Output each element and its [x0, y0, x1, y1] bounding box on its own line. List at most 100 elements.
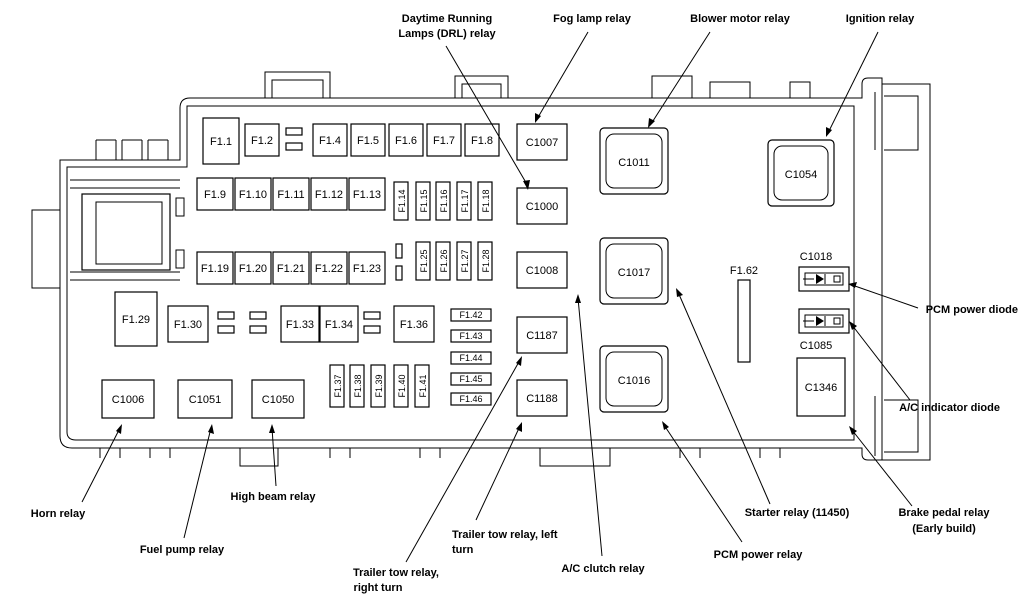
svg-text:F1.18: F1.18 — [481, 189, 491, 212]
relay-c1007: C1007 — [516, 123, 568, 161]
fuse-row-top: F1.1 F1.2 F1.4 F1.5 F1.6 F1.7 F1.8 — [202, 117, 500, 165]
relay-c1008: C1008 — [516, 251, 568, 289]
svg-text:F1.2: F1.2 — [251, 135, 273, 147]
svg-text:C1346: C1346 — [805, 382, 837, 394]
relay-column-center: C1007 C1000 C1008 C1187 C1188 — [516, 123, 568, 417]
svg-text:C1008: C1008 — [526, 265, 558, 277]
fuse-f1-21: F1.21 — [272, 251, 310, 285]
fuse-f1-42: F1.42 — [450, 308, 492, 322]
svg-text:F1.28: F1.28 — [481, 249, 491, 272]
relay-c1017: C1017 — [599, 237, 669, 305]
fuse-f1-23: F1.23 — [348, 251, 386, 285]
relay-row-bottom: C1006 C1051 C1050 — [101, 379, 305, 419]
svg-text:F1.27: F1.27 — [460, 249, 470, 272]
svg-text:F1.19: F1.19 — [201, 263, 229, 275]
mini-fuse-slot — [363, 325, 381, 334]
svg-text:F1.25: F1.25 — [419, 249, 429, 272]
relay-c1054: C1054 — [767, 139, 835, 207]
callout-brake-pedal-relay-line2: (Early build) — [912, 523, 976, 535]
svg-text:F1.44: F1.44 — [459, 353, 482, 363]
callout-trailer-tow-left-line2: turn — [452, 544, 474, 556]
diode-c1085-label: C1085 — [800, 340, 832, 352]
svg-text:F1.43: F1.43 — [459, 331, 482, 341]
svg-text:F1.37: F1.37 — [333, 374, 343, 397]
svg-text:C1050: C1050 — [262, 394, 294, 406]
callout-drl-relay-line1: Daytime Running — [402, 13, 492, 25]
fuse-f1-27: F1.27 — [456, 241, 472, 281]
relay-c1016: C1016 — [599, 345, 669, 413]
svg-text:F1.5: F1.5 — [357, 135, 379, 147]
svg-text:F1.16: F1.16 — [439, 189, 449, 212]
mini-fuse-slot — [285, 127, 303, 136]
callout-trailer-tow-right-line1: Trailer tow relay, — [353, 567, 439, 579]
svg-text:C1006: C1006 — [112, 394, 144, 406]
fuse-f1-28: F1.28 — [477, 241, 493, 281]
fuse-f1-62-label: F1.62 — [730, 265, 758, 277]
fuse-f1-10: F1.10 — [234, 177, 272, 211]
svg-text:F1.6: F1.6 — [395, 135, 417, 147]
fuse-f1-15: F1.15 — [415, 181, 431, 221]
svg-text:F1.26: F1.26 — [439, 249, 449, 272]
svg-text:F1.9: F1.9 — [204, 189, 226, 201]
svg-text:C1000: C1000 — [526, 201, 558, 213]
fuse-f1-20: F1.20 — [234, 251, 272, 285]
fuse-f1-33: F1.33 — [280, 305, 320, 343]
callout-trailer-tow-left-line1: Trailer tow relay, left — [452, 529, 558, 541]
svg-text:F1.40: F1.40 — [397, 374, 407, 397]
fuse-f1-5: F1.5 — [350, 123, 386, 157]
svg-text:F1.1: F1.1 — [210, 136, 232, 148]
svg-text:C1054: C1054 — [785, 169, 817, 181]
svg-text:F1.12: F1.12 — [315, 189, 343, 201]
fuse-f1-34: F1.34 — [319, 305, 359, 343]
callout-fog-lamp-relay: Fog lamp relay — [553, 13, 632, 25]
svg-text:F1.46: F1.46 — [459, 394, 482, 404]
fuse-row-fourth: F1.29 F1.30 F1.33 F1.34 F1.36 — [114, 291, 435, 347]
fuse-f1-7: F1.7 — [426, 123, 462, 157]
svg-text:F1.14: F1.14 — [397, 189, 407, 212]
fuse-f1-40: F1.40 — [393, 364, 409, 408]
mini-fuse-slot — [217, 325, 235, 334]
leader-lines — [81, 31, 919, 563]
right-side-components: F1.62 C1018 C1085 C1346 — [730, 251, 850, 417]
callout-fuel-pump-relay: Fuel pump relay — [140, 544, 225, 556]
fuse-f1-8: F1.8 — [464, 123, 500, 157]
fuse-row-third: F1.19 F1.20 F1.21 F1.22 F1.23 F1.25 F1.2… — [196, 241, 493, 285]
svg-text:F1.21: F1.21 — [277, 263, 305, 275]
large-relay-socket — [81, 193, 171, 271]
mini-fuse-slot — [363, 311, 381, 320]
callout-brake-pedal-relay-line1: Brake pedal relay — [898, 507, 990, 519]
fuse-row-second: F1.9 F1.10 F1.11 F1.12 F1.13 F1.14 F1.15… — [196, 177, 493, 221]
svg-text:F1.22: F1.22 — [315, 263, 343, 275]
svg-text:F1.29: F1.29 — [122, 314, 150, 326]
fuse-f1-46: F1.46 — [450, 392, 492, 406]
callout-ignition-relay: Ignition relay — [846, 13, 915, 25]
fuse-f1-4: F1.4 — [312, 123, 348, 157]
callout-trailer-tow-right-line2: right turn — [354, 582, 403, 594]
mini-fuse-slot — [249, 311, 267, 320]
svg-text:F1.4: F1.4 — [319, 135, 341, 147]
relay-c1346: C1346 — [796, 357, 846, 417]
svg-text:F1.15: F1.15 — [419, 189, 429, 212]
mini-fuse-slot — [285, 142, 303, 151]
fuse-f1-19: F1.19 — [196, 251, 234, 285]
fuse-f1-43: F1.43 — [450, 329, 492, 343]
fuse-row-bottom-vertical: F1.37 F1.38 F1.39 F1.40 F1.41 — [329, 364, 430, 408]
svg-text:C1051: C1051 — [189, 394, 221, 406]
fuse-f1-41: F1.41 — [414, 364, 430, 408]
fuse-f1-25: F1.25 — [415, 241, 431, 281]
callout-pcm-power-relay: PCM power relay — [714, 549, 804, 561]
svg-text:F1.8: F1.8 — [471, 135, 493, 147]
relay-c1011: C1011 — [599, 127, 669, 195]
svg-text:C1011: C1011 — [618, 157, 650, 169]
callout-labels: Daytime Running Lamps (DRL) relay Fog la… — [31, 13, 1018, 594]
relay-c1051: C1051 — [177, 379, 233, 419]
svg-text:F1.39: F1.39 — [374, 374, 384, 397]
svg-text:F1.13: F1.13 — [353, 189, 381, 201]
callout-horn-relay: Horn relay — [31, 508, 86, 520]
fuse-f1-38: F1.38 — [349, 364, 365, 408]
fuse-f1-1: F1.1 — [202, 117, 240, 165]
fuse-f1-13: F1.13 — [348, 177, 386, 211]
fuse-f1-39: F1.39 — [370, 364, 386, 408]
fuse-f1-44: F1.44 — [450, 351, 492, 365]
